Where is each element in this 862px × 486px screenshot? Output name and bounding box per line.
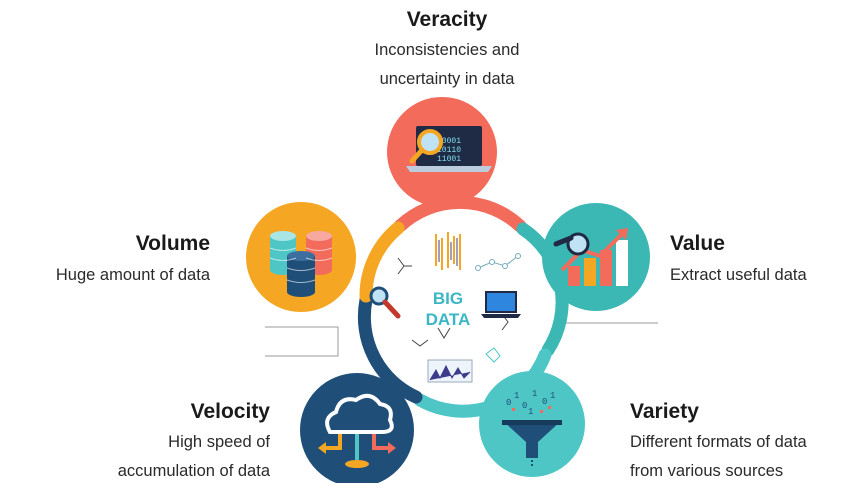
veracity-description-line-1: Inconsistencies and: [374, 41, 520, 59]
magnifier-icon: [369, 286, 401, 319]
velocity-description: High speed of accumulation of data: [40, 428, 270, 486]
volume-node: [246, 202, 356, 312]
value-node: [542, 203, 650, 311]
velocity-node: [300, 373, 414, 483]
network-icon: [397, 253, 521, 363]
svg-text:1: 1: [532, 389, 537, 399]
velocity-circle: [300, 373, 414, 483]
volume-description: Huge amount of data: [0, 261, 210, 290]
data-funnel-icon: 010 1011: [502, 389, 562, 468]
value-circle: [542, 203, 650, 311]
velocity-description-line-1: High speed of: [168, 433, 270, 451]
ring-arc-volume: [359, 221, 405, 303]
svg-text:10001: 10001: [437, 137, 461, 146]
svg-text:10110: 10110: [437, 146, 461, 155]
veracity-node: 10001 10110 11001: [387, 97, 497, 207]
laptop-magnifier-icon: 10001 10110 11001: [406, 126, 492, 172]
volume-description-line-1: Huge amount of data: [55, 266, 210, 284]
svg-text:11001: 11001: [437, 155, 461, 164]
veracity-title: Veracity: [406, 8, 488, 31]
svg-text:0: 0: [542, 397, 547, 407]
velocity-title: Velocity: [190, 400, 270, 423]
veracity-description-line-2: uncertainty in data: [379, 70, 515, 88]
laptop-icon: [481, 291, 521, 318]
center-illustration: BIG DATA: [369, 232, 521, 383]
growth-chart-icon: [553, 228, 628, 286]
barcode-icon: [435, 232, 461, 270]
variety-description-line-2: from various sources: [630, 462, 784, 480]
cloud-arrows-icon: [318, 393, 396, 468]
variety-description-line-1: Different formats of data: [630, 433, 807, 451]
volume-title: Volume: [135, 232, 210, 255]
velocity-description-line-2: accumulation of data: [117, 462, 270, 480]
value-title: Value: [670, 232, 725, 255]
center-big-label: BIG: [433, 289, 463, 308]
svg-text:1: 1: [514, 391, 519, 401]
waveform-chart-icon: [427, 359, 473, 383]
variety-description: Different formats of data from various s…: [630, 428, 807, 486]
center-data-label: DATA: [426, 310, 471, 329]
value-description: Extract useful data: [670, 261, 807, 290]
variety-title: Variety: [630, 400, 699, 423]
variety-node: 010 1011: [479, 371, 585, 477]
veracity-description: Inconsistencies and uncertainty in data: [332, 36, 562, 94]
database-stack-icon: [269, 231, 333, 297]
svg-text:1: 1: [550, 391, 555, 401]
svg-text:1: 1: [528, 407, 533, 417]
value-description-line-1: Extract useful data: [670, 266, 807, 284]
leader-lines: [265, 322, 658, 357]
leader-line-left: [265, 326, 339, 357]
svg-text:0: 0: [522, 401, 527, 411]
svg-text:0: 0: [506, 398, 511, 408]
ring-arc-velocity: [357, 293, 423, 404]
